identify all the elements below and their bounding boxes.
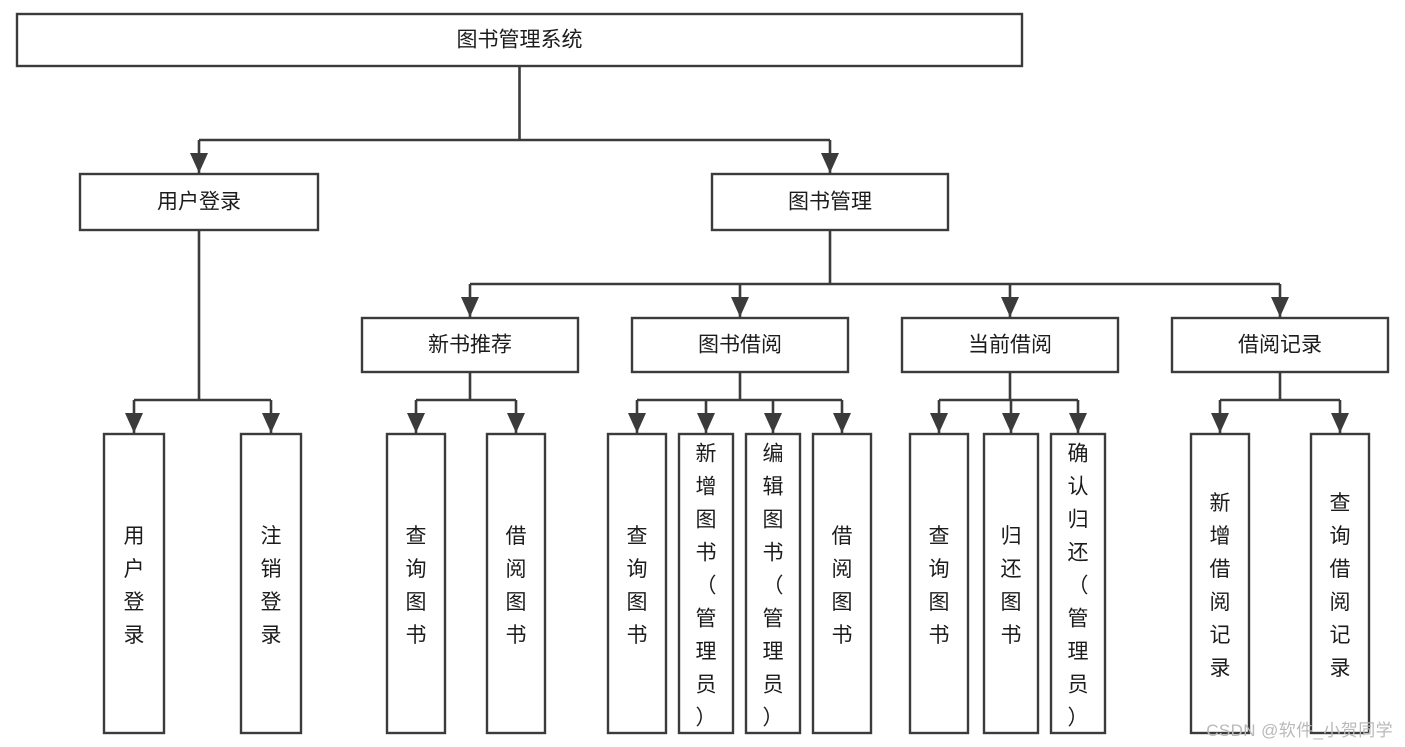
arrow-head-icon [833,413,851,433]
node-box[interactable] [15,12,1024,68]
arrow-head-icon [262,413,280,433]
node-box[interactable] [1309,432,1371,735]
node-label: 借阅记录 [1238,334,1322,357]
node-box[interactable] [677,432,735,735]
node-label: 编辑图书（管理员） [763,443,784,730]
node-label: 当前借阅 [968,334,1052,357]
node-current-borrow[interactable]: 当前借阅 [900,316,1120,374]
node-box[interactable] [630,316,850,374]
node-book-borrow[interactable]: 图书借阅 [630,316,850,374]
node-new-book-recommend[interactable]: 新书推荐 [360,316,580,374]
node-box[interactable] [360,316,580,374]
node-label: 借阅图书 [506,525,527,647]
node-leaf-add-book-admin[interactable]: 新增图书（管理员） [677,432,735,735]
node-label: 用户登录 [157,191,241,214]
arrow-head-icon [461,297,479,317]
node-leaf-borrow-book-recommend[interactable]: 借阅图书 [485,432,547,735]
arrow-head-icon [1002,413,1020,433]
node-box[interactable] [1049,432,1107,735]
node-box[interactable] [78,172,320,232]
node-leaf-borrow-book[interactable]: 借阅图书 [811,432,873,735]
arrow-head-icon [731,297,749,317]
node-box[interactable] [606,432,668,735]
node-leaf-logout[interactable]: 注销登录 [239,432,303,735]
node-box[interactable] [710,172,950,232]
arrow-head-icon [190,153,208,173]
node-box[interactable] [1189,432,1251,735]
node-label: 确认归还（管理员） [1068,443,1089,730]
node-label: 图书借阅 [698,334,782,357]
node-box[interactable] [1170,316,1390,374]
connector-layer [125,66,1349,433]
node-layer: 图书管理系统用户登录图书管理新书推荐图书借阅当前借阅借阅记录用户登录注销登录查询… [15,12,1390,735]
node-label: 借阅图书 [832,525,853,647]
node-root[interactable]: 图书管理系统 [15,12,1024,68]
node-box[interactable] [908,432,970,735]
arrow-head-icon [1211,413,1229,433]
node-box[interactable] [239,432,303,735]
arrow-head-icon [1069,413,1087,433]
node-label: 图书管理 [788,191,872,214]
node-label: 查询图书 [406,525,427,647]
node-leaf-query-borrow-record[interactable]: 查询借阅记录 [1309,432,1371,735]
arrow-head-icon [628,413,646,433]
node-leaf-query-book-recommend[interactable]: 查询图书 [385,432,447,735]
node-label: 查询借阅记录 [1330,492,1351,680]
arrow-head-icon [1001,297,1019,317]
node-leaf-edit-book-admin[interactable]: 编辑图书（管理员） [744,432,802,735]
node-box[interactable] [982,432,1040,735]
arrow-head-icon [821,153,839,173]
node-leaf-return-book[interactable]: 归还图书 [982,432,1040,735]
node-leaf-confirm-return-admin[interactable]: 确认归还（管理员） [1049,432,1107,735]
node-box[interactable] [485,432,547,735]
arrow-head-icon [697,413,715,433]
node-user-login[interactable]: 用户登录 [78,172,320,232]
node-label: 注销登录 [261,525,282,647]
arrow-head-icon [764,413,782,433]
node-book-manage[interactable]: 图书管理 [710,172,950,232]
arrow-head-icon [1271,297,1289,317]
node-box[interactable] [102,432,166,735]
node-box[interactable] [385,432,447,735]
arrow-head-icon [930,413,948,433]
node-box[interactable] [900,316,1120,374]
arrow-head-icon [507,413,525,433]
node-label: 归还图书 [1001,525,1022,647]
node-leaf-add-borrow-record[interactable]: 新增借阅记录 [1189,432,1251,735]
arrow-head-icon [125,413,143,433]
node-label: 新增借阅记录 [1210,492,1231,680]
node-box[interactable] [811,432,873,735]
node-leaf-query-book-current[interactable]: 查询图书 [908,432,970,735]
arrow-head-icon [1331,413,1349,433]
node-label: 用户登录 [124,525,145,647]
node-leaf-query-book-borrow[interactable]: 查询图书 [606,432,668,735]
node-box[interactable] [744,432,802,735]
node-borrow-records[interactable]: 借阅记录 [1170,316,1390,374]
arrow-head-icon [407,413,425,433]
node-label: 新增图书（管理员） [696,443,717,730]
node-label: 图书管理系统 [457,29,583,52]
node-label: 新书推荐 [428,334,512,357]
node-label: 查询图书 [627,525,648,647]
node-leaf-user-login[interactable]: 用户登录 [102,432,166,735]
node-label: 查询图书 [929,525,950,647]
